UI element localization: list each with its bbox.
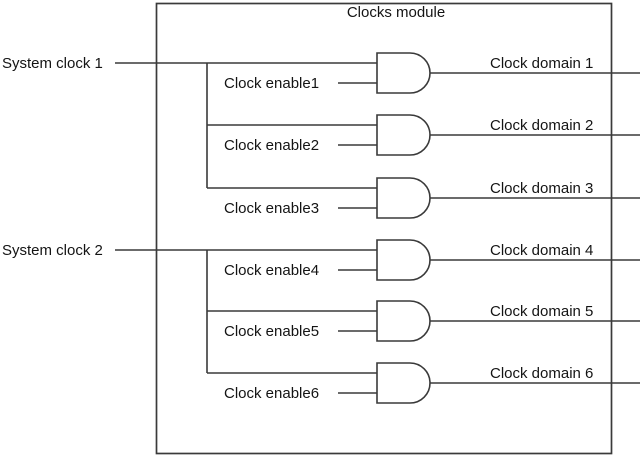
clock-domain-3-label: Clock domain 3	[490, 180, 593, 197]
and-gate-1	[376, 52, 431, 94]
clock-enable-6-label: Clock enable6	[224, 385, 319, 402]
system-clock-1-label: System clock 1	[2, 55, 103, 72]
clock-enable-1-label: Clock enable1	[224, 75, 319, 92]
clock-domain-4-label: Clock domain 4	[490, 242, 593, 259]
clock-domain-2-label: Clock domain 2	[490, 117, 593, 134]
clock-enable-4-label: Clock enable4	[224, 262, 319, 279]
and-gate-6	[376, 362, 431, 404]
and-gate-5	[376, 300, 431, 342]
clock-domain-1-label: Clock domain 1	[490, 55, 593, 72]
clock-domain-6-label: Clock domain 6	[490, 365, 593, 382]
system-clock-2-branch-wire	[206, 250, 377, 374]
module-title: Clocks module	[347, 4, 445, 21]
and-gate-2	[376, 114, 431, 156]
clock-domain-5-label: Clock domain 5	[490, 303, 593, 320]
clock-enable-2-label: Clock enable2	[224, 137, 319, 154]
clock-enable-3-label: Clock enable3	[224, 200, 319, 217]
clock-enable-5-label: Clock enable5	[224, 323, 319, 340]
and-gate-3	[376, 177, 431, 219]
module-boundary-box	[155, 2, 613, 455]
system-clock-2-label: System clock 2	[2, 242, 103, 259]
system-clock-1-branch-wire	[206, 63, 377, 189]
and-gate-4	[376, 239, 431, 281]
